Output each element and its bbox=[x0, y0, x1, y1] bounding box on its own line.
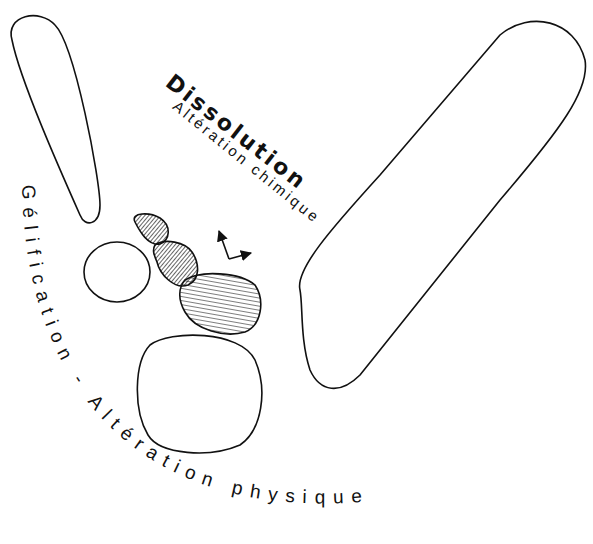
direction-arrow bbox=[219, 231, 229, 259]
weathered-fragment bbox=[134, 214, 168, 244]
direction-arrow bbox=[229, 253, 251, 259]
rounded-stone bbox=[137, 335, 261, 453]
small-stone bbox=[84, 242, 150, 302]
process-label: Gélification - Altération physique bbox=[18, 184, 371, 507]
process-sublabel: Altération chimique bbox=[170, 98, 324, 227]
process-label: Dissolution bbox=[161, 70, 312, 195]
weathered-fragment bbox=[180, 274, 261, 334]
large-stone bbox=[300, 21, 586, 388]
